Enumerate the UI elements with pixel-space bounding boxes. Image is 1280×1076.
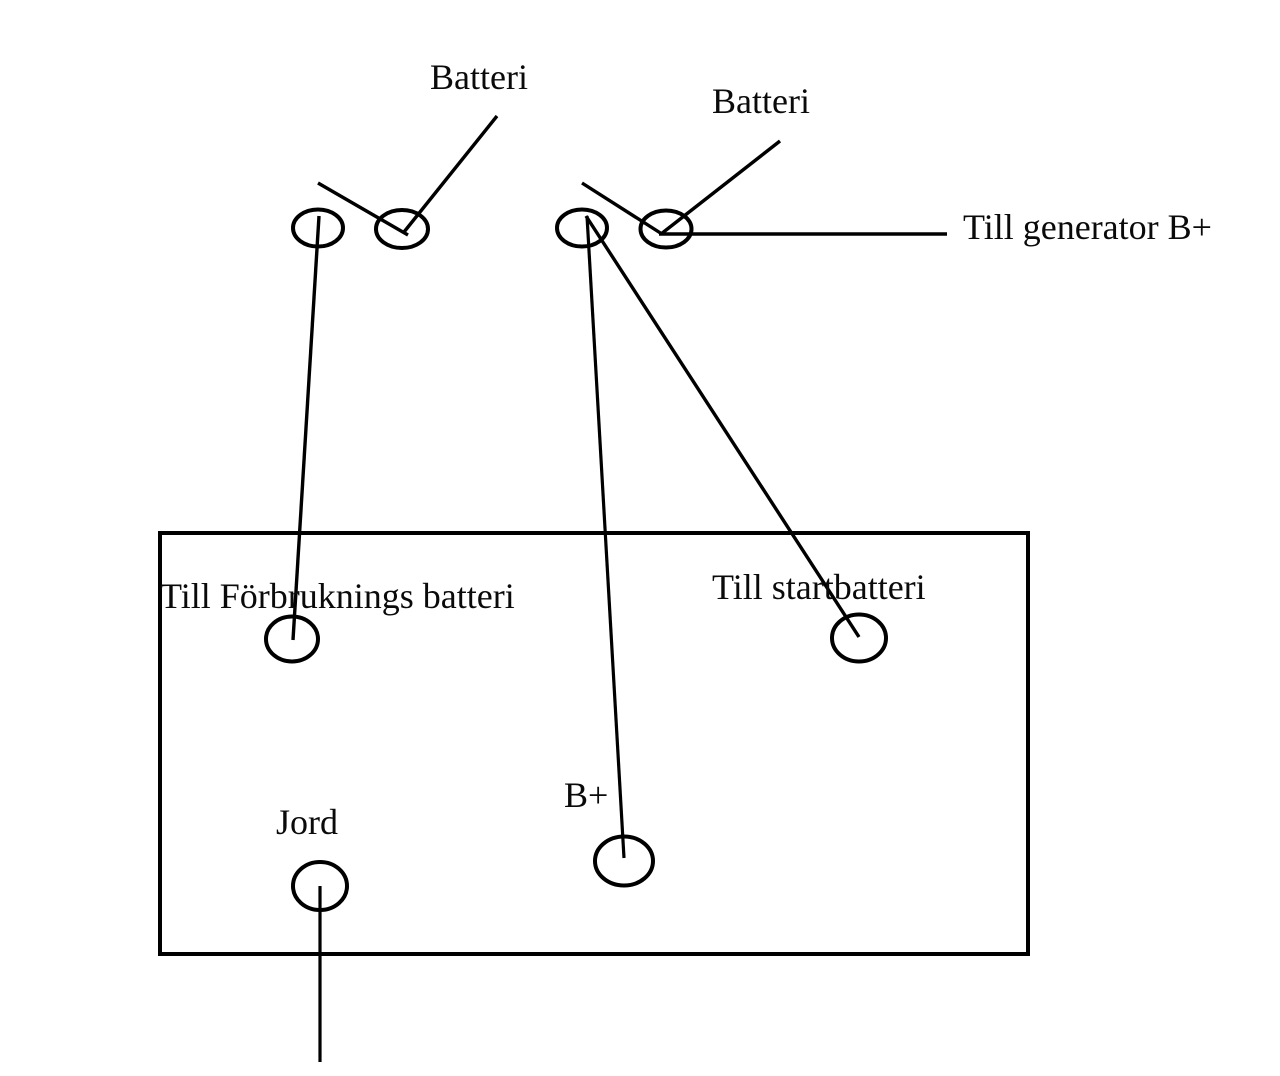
batteri-right-pointer-line bbox=[659, 139, 782, 236]
switch2-left-terminal bbox=[555, 207, 609, 249]
label-till-forbruknings-batteri: Till Förbruknings batteri bbox=[160, 576, 515, 616]
ground-terminal bbox=[291, 860, 349, 912]
start-battery-terminal bbox=[830, 612, 888, 664]
consumption-battery-terminal bbox=[264, 614, 320, 664]
switch2-right-terminal bbox=[638, 208, 694, 250]
label-b-plus: B+ bbox=[564, 775, 609, 815]
label-jord: Jord bbox=[276, 802, 338, 842]
relay-box-outline bbox=[158, 531, 1030, 956]
wire-switch2-to-bplus-terminal bbox=[585, 215, 626, 859]
wire-switch1-to-consumption-terminal bbox=[291, 215, 321, 641]
switch1-lever-line bbox=[317, 181, 409, 237]
switch1-left-terminal bbox=[291, 207, 345, 249]
switch1-right-terminal bbox=[374, 208, 430, 250]
switch2-lever-line bbox=[581, 181, 663, 236]
label-batteri-left: Batteri bbox=[430, 57, 528, 97]
label-till-startbatteri: Till startbatteri bbox=[712, 567, 926, 607]
wire-switch2-to-start-terminal bbox=[584, 215, 861, 638]
label-till-generator: Till generator B+ bbox=[963, 207, 1212, 247]
b-plus-terminal bbox=[593, 834, 655, 888]
label-batteri-right: Batteri bbox=[712, 81, 810, 121]
